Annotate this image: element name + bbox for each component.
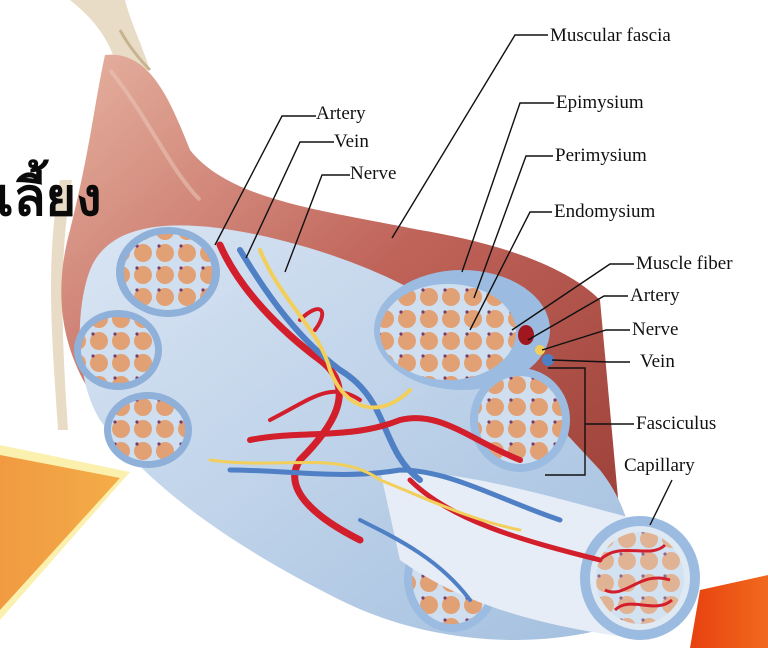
- label-artery-top: Artery: [316, 104, 366, 123]
- label-vein-right: Vein: [640, 352, 675, 371]
- capillary-cross-section: [580, 516, 700, 640]
- label-capillary: Capillary: [624, 456, 695, 475]
- label-epimysium: Epimysium: [556, 93, 644, 112]
- heading-fragment: เลี้ยง: [0, 172, 102, 224]
- label-endomysium: Endomysium: [554, 202, 655, 221]
- label-perimysium: Perimysium: [555, 146, 647, 165]
- label-vein-top: Vein: [334, 132, 369, 151]
- label-nerve-right: Nerve: [632, 320, 678, 339]
- label-nerve-top: Nerve: [350, 164, 396, 183]
- label-fasciculus: Fasciculus: [636, 414, 716, 433]
- yellow-decoration-left: [0, 445, 130, 620]
- label-muscle-fiber: Muscle fiber: [636, 254, 733, 273]
- label-artery-right: Artery: [630, 286, 680, 305]
- orange-decoration-right: [690, 575, 768, 648]
- label-muscular-fascia: Muscular fascia: [550, 26, 671, 45]
